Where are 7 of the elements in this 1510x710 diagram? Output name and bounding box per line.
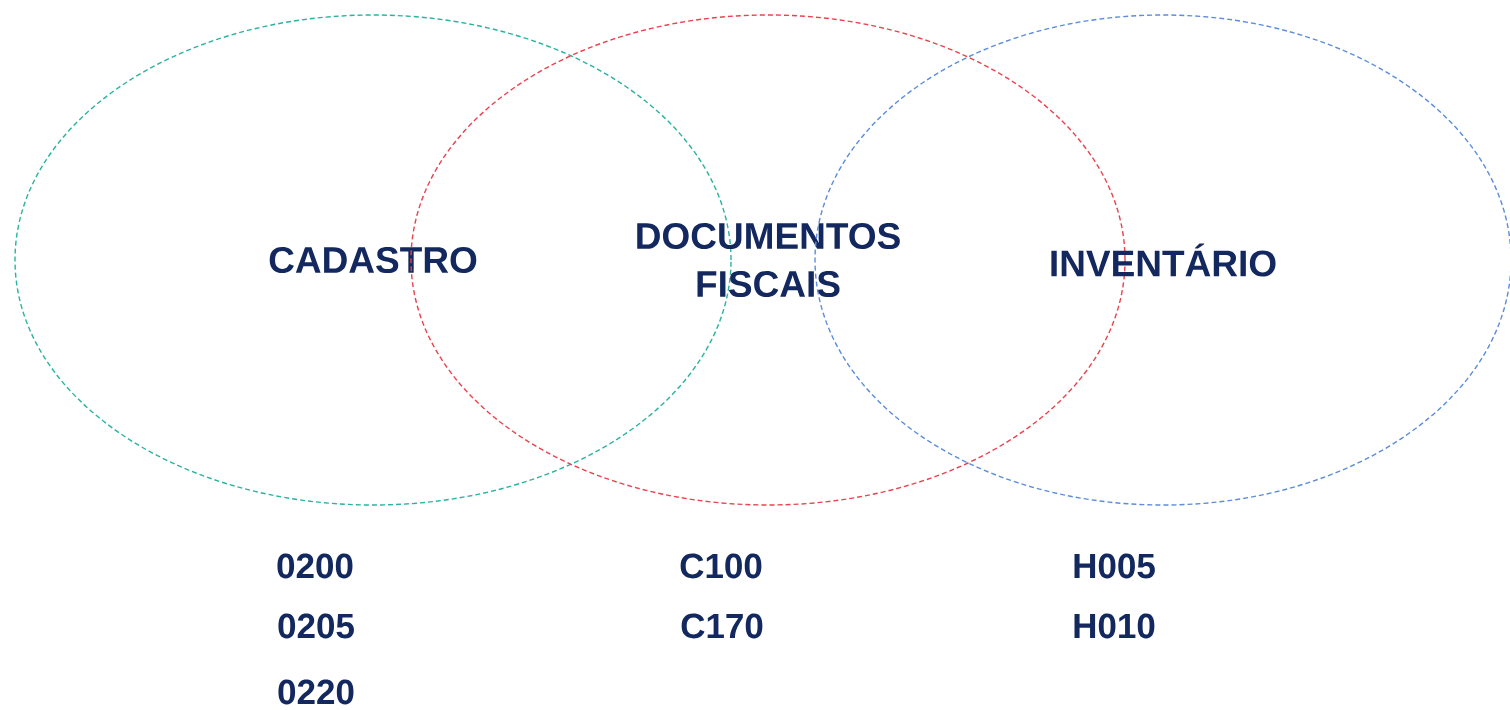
code-label: 0200: [277, 553, 353, 579]
code-label: H005: [1074, 553, 1155, 579]
code-label: 0205: [278, 613, 354, 639]
code-label: 0220: [278, 679, 354, 705]
code-label: H010: [1074, 613, 1155, 639]
code-label: C170: [681, 613, 763, 639]
code-label: C100: [680, 553, 762, 579]
